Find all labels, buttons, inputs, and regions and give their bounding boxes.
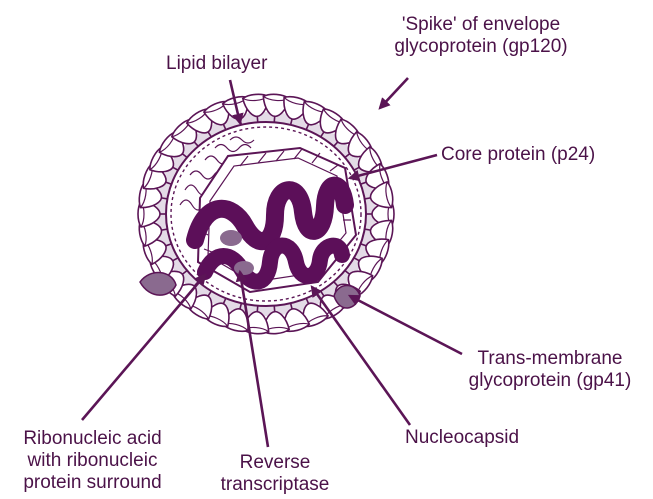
label-lipid-bilayer: Lipid bilayer (166, 53, 267, 75)
gp41-left (140, 273, 176, 296)
leader-spike (380, 78, 408, 108)
label-nucleocapsid: Nucleocapsid (405, 427, 519, 449)
label-reverse-line1: Reverse (205, 452, 345, 474)
leader-transmembrane (350, 296, 462, 354)
label-reverse-transcriptase: Reverse transcriptase (205, 452, 345, 496)
label-transmembrane-line2: glycoprotein (gp41) (450, 370, 650, 392)
label-transmembrane-line1: Trans-membrane (450, 348, 650, 370)
label-reverse-line2: transcriptase (205, 474, 345, 496)
gp41-right (334, 286, 360, 309)
label-ribonucleic-line1: Ribonucleic acid (0, 428, 185, 450)
label-ribonucleic-line3: protein surround (0, 472, 185, 494)
label-ribonucleic-acid: Ribonucleic acid with ribonucleic protei… (0, 428, 185, 494)
label-spike-line2: glycoprotein (gp120) (366, 36, 596, 58)
label-spike-line1: 'Spike' of envelope (366, 14, 596, 36)
leader-ribonucleic (82, 275, 205, 420)
label-ribonucleic-line2: with ribonucleic (0, 450, 185, 472)
label-core-protein: Core protein (p24) (441, 144, 595, 166)
label-transmembrane-glycoprotein: Trans-membrane glycoprotein (gp41) (450, 348, 650, 392)
label-spike-glycoprotein: 'Spike' of envelope glycoprotein (gp120) (366, 14, 596, 58)
leader-nucleocapsid (312, 287, 410, 425)
reverse-transcriptase-blob (234, 261, 254, 275)
reverse-transcriptase-blob (220, 230, 242, 246)
